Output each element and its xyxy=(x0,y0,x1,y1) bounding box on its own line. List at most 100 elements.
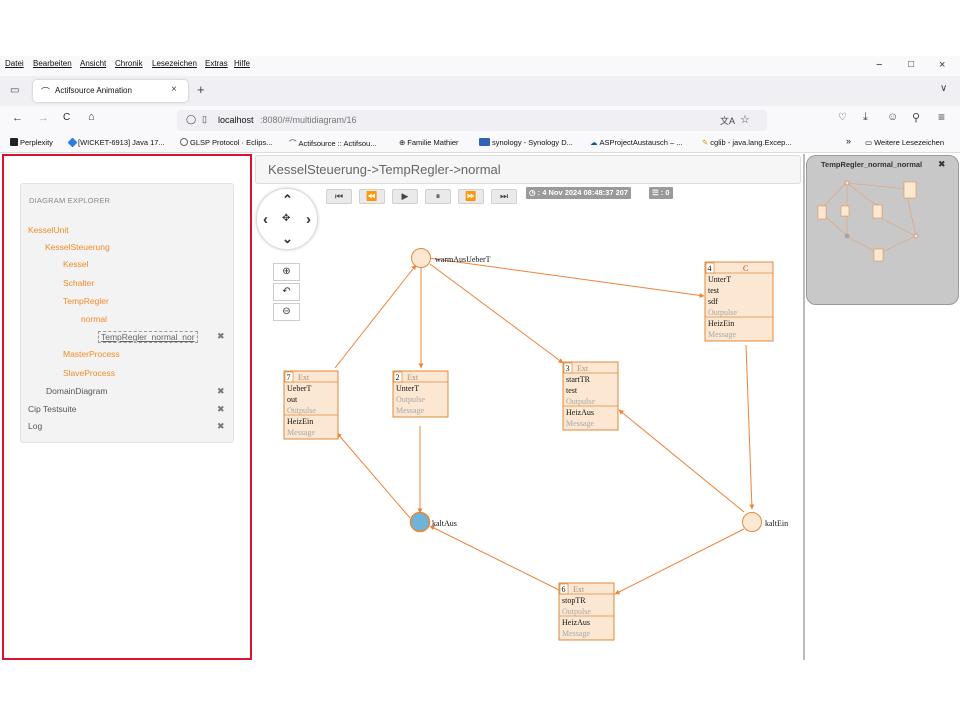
box-row: HeizEin xyxy=(287,417,313,426)
translate-icon[interactable]: 文A xyxy=(720,116,736,126)
tree-item-kesselunit[interactable]: KesselUnit xyxy=(28,225,69,235)
state-kaltein[interactable] xyxy=(742,512,762,532)
new-tab-button[interactable]: + xyxy=(197,82,205,97)
bookmark-cglib[interactable]: ✎cglib - java.lang.Excep... xyxy=(702,138,792,147)
minimize-button[interactable]: − xyxy=(876,59,883,71)
tab-close-icon[interactable]: × xyxy=(171,84,177,95)
box-type: Ext xyxy=(573,585,585,594)
state-kaltaus-active[interactable] xyxy=(409,511,431,533)
url-host: localhost xyxy=(218,115,254,125)
downloads-icon[interactable]: ⤓ xyxy=(863,111,868,123)
skip-to-start-button[interactable]: ⏮ xyxy=(326,189,352,204)
pan-right-button[interactable]: › xyxy=(306,211,311,228)
close-window-button[interactable]: × xyxy=(939,59,946,71)
bookmark-perplexity[interactable]: Perplexity xyxy=(10,138,53,147)
other-bookmarks-folder[interactable]: ▭Weitere Lesezeichen xyxy=(865,138,944,147)
pocket-icon[interactable]: ♡ xyxy=(838,112,847,123)
pan-down-button[interactable]: ⌄ xyxy=(282,231,293,246)
rewind-button[interactable]: ⏪ xyxy=(359,189,385,204)
url-bar[interactable]: ◯ ▯ localhost :8080/#/multidiagram/16 文A… xyxy=(177,110,767,131)
pan-up-button[interactable]: ⌃ xyxy=(282,192,293,207)
home-button[interactable]: ⌂ xyxy=(88,111,95,123)
page-info-icon[interactable]: ▯ xyxy=(202,114,207,124)
bookmark-label: GLSP Protocol · Eclips... xyxy=(190,138,273,147)
explorer-heading: DIAGRAM EXPLORER xyxy=(29,196,111,205)
tree-item-masterprocess[interactable]: MasterProcess xyxy=(63,349,120,359)
edge-kaltein-to-6[interactable] xyxy=(614,528,745,595)
tracking-shield-icon[interactable]: ◯ xyxy=(186,114,197,124)
box-row: Outpulse xyxy=(566,397,595,406)
pause-button[interactable]: ⏸ xyxy=(425,189,451,204)
menu-datei[interactable]: Datei xyxy=(5,59,24,68)
minimap-close-icon[interactable]: ✖ xyxy=(938,159,946,169)
menu-chronik[interactable]: Chronik xyxy=(115,59,143,68)
fast-forward-button[interactable]: ⏩ xyxy=(458,189,484,204)
tree-item-log[interactable]: Log xyxy=(28,421,43,431)
bookmark-familie-mathier[interactable]: ⊕Familie Mathier xyxy=(399,138,459,147)
state-warmausuebert[interactable] xyxy=(411,248,431,268)
actifsource-icon: ⌒ xyxy=(289,139,297,148)
tree-item-normal[interactable]: normal xyxy=(81,314,107,324)
cloud-icon: ☁ xyxy=(590,138,598,147)
bookmark-wicket[interactable]: [WICKET-6913] Java 17... xyxy=(67,137,165,148)
maximize-button[interactable]: □ xyxy=(908,59,915,70)
edge-warm-to-4[interactable] xyxy=(427,257,705,298)
tab-actifsource-animation[interactable]: ⌒ Actifsource Animation × xyxy=(33,80,188,102)
account-icon[interactable]: ☺ xyxy=(887,111,899,123)
bookmark-actifsource[interactable]: ⌒Actifsource :: Actifsou... xyxy=(289,138,376,149)
box-row: HeizAus xyxy=(566,408,594,417)
zoom-in-button[interactable]: ⊕ xyxy=(273,263,300,281)
list-all-tabs-icon[interactable]: ∨ xyxy=(940,83,948,94)
tree-item-cip-testsuite[interactable]: Cip Testsuite xyxy=(28,404,77,414)
bookmark-label: ASProjectAustausch – ... xyxy=(599,138,683,147)
tree-item-domaindiagram[interactable]: DomainDiagram xyxy=(46,386,108,396)
reload-button[interactable]: C xyxy=(63,112,71,123)
close-log-icon[interactable]: ✖ xyxy=(217,421,225,431)
bookmark-synology[interactable]: synology - Synology D... xyxy=(479,138,573,147)
forward-button[interactable]: → xyxy=(38,112,49,124)
bookmark-glsp[interactable]: GLSP Protocol · Eclips... xyxy=(180,138,272,147)
edge-kaltaus-to-7[interactable] xyxy=(336,432,411,519)
bookmarks-overflow-button[interactable]: » xyxy=(846,136,852,146)
menu-hilfe[interactable]: Hilfe xyxy=(234,59,251,68)
menu-ansicht[interactable]: Ansicht xyxy=(80,59,107,68)
close-diagram-icon[interactable]: ✖ xyxy=(217,331,225,341)
skip-to-end-button[interactable]: ⏭ xyxy=(491,189,517,204)
back-button[interactable]: ← xyxy=(12,112,23,124)
close-cip-testsuite-icon[interactable]: ✖ xyxy=(217,404,225,414)
tree-item-tempregler-normal-nor[interactable]: TempRegler_normal_nor xyxy=(98,331,198,343)
tree-item-kesselsteuerung[interactable]: KesselSteuerung xyxy=(45,242,110,252)
menu-lesezeichen[interactable]: Lesezeichen xyxy=(152,59,197,68)
bookmark-asprojectaustausch[interactable]: ☁ASProjectAustausch – ... xyxy=(590,138,682,147)
edge-4-to-kaltein[interactable] xyxy=(745,344,755,510)
tab-favicon-icon: ⌒ xyxy=(41,87,51,97)
edge-warm-to-3[interactable] xyxy=(429,263,564,364)
tree-item-schalter[interactable]: Schalter xyxy=(63,278,95,288)
edge-6-to-kaltaus[interactable] xyxy=(429,525,562,592)
close-domaindiagram-icon[interactable]: ✖ xyxy=(217,386,225,396)
folder-icon: ▭ xyxy=(865,138,873,147)
tree-item-tempregler[interactable]: TempRegler xyxy=(63,296,109,306)
play-button[interactable]: ▶ xyxy=(392,189,418,204)
tree-item-kessel[interactable]: Kessel xyxy=(63,259,89,269)
menu-extras[interactable]: Extras xyxy=(205,59,228,68)
tab-list-icon[interactable]: ▭ xyxy=(10,85,20,96)
app-menu-icon[interactable]: ≡ xyxy=(938,110,946,124)
zoom-out-button[interactable]: ⊖ xyxy=(273,303,300,321)
state-label-kaltein: kaltEin xyxy=(765,519,788,528)
zoom-reset-button[interactable]: ↶ xyxy=(273,283,300,301)
edge-7-to-warm[interactable] xyxy=(334,264,417,369)
tree-item-slaveprocess[interactable]: SlaveProcess xyxy=(63,368,115,378)
pan-center-button[interactable]: ✥ xyxy=(282,213,291,224)
pan-left-button[interactable]: ‹ xyxy=(263,211,268,228)
diagram-title: KesselSteuerung->TempRegler->normal xyxy=(268,162,501,177)
menu-bearbeiten[interactable]: Bearbeiten xyxy=(33,59,72,68)
extensions-icon[interactable]: ⚲ xyxy=(912,112,921,124)
bookmark-star-icon[interactable]: ☆ xyxy=(740,114,750,126)
edge-kaltein-to-3[interactable] xyxy=(618,409,745,513)
